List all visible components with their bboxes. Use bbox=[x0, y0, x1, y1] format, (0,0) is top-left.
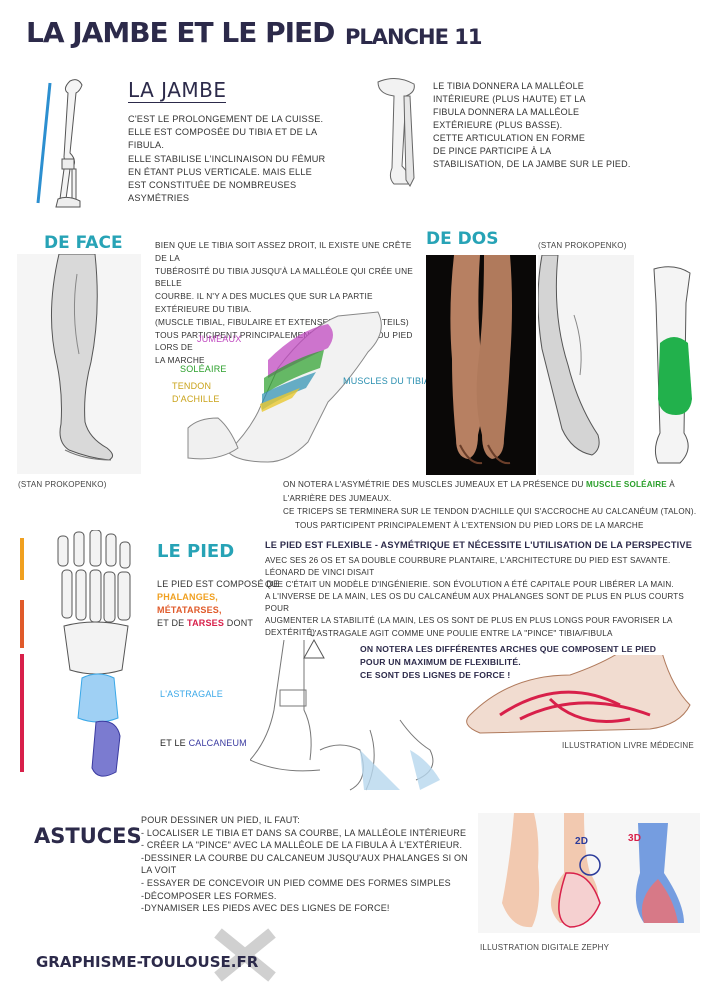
leg-intro-line: ASYMÉTRIES bbox=[128, 193, 190, 204]
foot-composition: LE PIED EST COMPOSÉ DE PHALANGES, MÉTATA… bbox=[157, 578, 279, 630]
front-text: BIEN QUE LE TIBIA SOIT ASSEZ DROIT, IL E… bbox=[155, 239, 425, 367]
front-line: TUBÉROSITÉ DU TIBIA JUSQU'À LA MALLÉOLE … bbox=[155, 265, 414, 289]
tibia-line: STABILISATION, DE LA JAMBE SUR LE PIED. bbox=[433, 159, 631, 169]
back-note-line: TOUS PARTICIPENT PRINCIPALEMENT À L'EXTE… bbox=[295, 520, 644, 530]
tape-decoration bbox=[210, 925, 280, 985]
tip-item: -DESSINER LA COURBE DU CALCANEUM JUSQU'A… bbox=[141, 852, 468, 876]
tip-item: - ESSAYER DE CONCEVOIR UN PIED COMME DES… bbox=[141, 877, 451, 888]
page-title: LA JAMBE ET LE PIED bbox=[26, 16, 335, 49]
tip-item: -DYNAMISER LES PIEDS AVEC DES LIGNES DE … bbox=[141, 903, 390, 914]
flex-line: AUGMENTER LA STABILITÉ (LA MAIN, LES OS … bbox=[265, 616, 673, 637]
flex-text: AVEC SES 26 OS ET SA DOUBLE COURBURE PLA… bbox=[265, 555, 705, 639]
front-line: (MUSCLE TIBIAL, FIBULAIRE ET EXTENSEURS … bbox=[155, 316, 409, 327]
label-soleaire: SOLÉAIRE bbox=[180, 364, 227, 374]
flex-line: A L'INVERSE DE LA MAIN, LES OS DU CALCAN… bbox=[265, 592, 685, 613]
foot-arches-illustration bbox=[460, 655, 705, 745]
label-tendon: TENDON bbox=[172, 381, 212, 391]
front-line: BIEN QUE LE TIBIA SOIT ASSEZ DROIT, IL E… bbox=[155, 240, 412, 263]
front-heading: DE FACE bbox=[44, 233, 123, 253]
tibia-text: LE TIBIA DONNERA LA MALLÉOLE INTÉRIEURE … bbox=[433, 80, 673, 171]
back-note-pre: ON NOTERA L'ASYMÉTRIE DES MUSCLES JUMEAU… bbox=[283, 480, 587, 489]
front-line: COURBE. IL N'Y A DES MUCLES QUE SUR LA P… bbox=[155, 291, 373, 314]
et-le-label: ET LE bbox=[160, 738, 186, 748]
leg-intro-line: EN ÉTANT PLUS VERTICALE. MAIS ELLE bbox=[128, 166, 312, 177]
tarses-line: ET DE TARSES DONT bbox=[157, 617, 279, 630]
phalanges-label: PHALANGES, bbox=[157, 592, 219, 602]
footer-brand: GRAPHISME-TOULOUSE.FR bbox=[36, 953, 259, 971]
flex-line: AVEC SES 26 OS ET SA DOUBLE COURBURE PLA… bbox=[265, 556, 671, 577]
front-leg-drawing bbox=[17, 254, 141, 474]
arches-line: CE SONT DES LIGNES DE FORCE ! bbox=[360, 670, 511, 680]
back-note-post: À L'ARRIÈRE DES JUMEAUX. bbox=[283, 480, 675, 503]
label-achille: D'ACHILLE bbox=[172, 394, 220, 404]
pulley-text: L'ASTRAGALE AGIT COMME UNE POULIE ENTRE … bbox=[310, 629, 613, 638]
leg-intro-line: C'EST LE PROLONGEMENT DE LA CUISSE. bbox=[128, 114, 324, 124]
front-line: TOUS PARTICIPENT PRINCIPALEMENT À LA FLE… bbox=[155, 329, 413, 353]
leg-intro-line: ELLE EST COMPOSÉE DU TIBIA ET DE LA FIBU… bbox=[128, 127, 317, 151]
calf-muscles-diagram bbox=[168, 308, 420, 468]
back-note: ON NOTERA L'ASYMÉTRIE DES MUSCLES JUMEAU… bbox=[283, 478, 713, 532]
med-caption: ILLUSTRATION LIVRE MÉDECINE bbox=[562, 741, 694, 750]
tips-heading: ASTUCES bbox=[34, 824, 142, 848]
metatarses-bar bbox=[20, 600, 24, 648]
calcaneum-label: CALCANEUM bbox=[188, 738, 247, 748]
tibia-line: INTÉRIEURE (PLUS HAUTE) ET LA bbox=[433, 94, 586, 104]
foot-comp-line: LE PIED EST COMPOSÉ DE bbox=[157, 579, 280, 589]
arches-line: POUR UN MAXIMUM DE FLEXIBILITÉ. bbox=[360, 657, 521, 667]
tarses-label: TARSES bbox=[187, 618, 225, 628]
back-leg-drawing bbox=[538, 255, 634, 475]
digital-caption: ILLUSTRATION DIGITALE ZEPHY bbox=[480, 943, 610, 952]
tibia-line: DE PINCE PARTICIPE À LA bbox=[433, 146, 552, 156]
leg-heading: LA JAMBE bbox=[128, 78, 227, 103]
foot-skeleton-illustration bbox=[38, 530, 148, 785]
astragale-label: L'ASTRAGALE bbox=[160, 689, 223, 699]
label-jumeaux: JUMEAUX bbox=[197, 334, 242, 344]
back-credit: (STAN PROKOPENKO) bbox=[538, 241, 627, 250]
leg-intro-line: ELLE STABILISE L'INCLINAISON DU FÉMUR bbox=[128, 153, 326, 164]
label-2d: 2D bbox=[575, 836, 589, 847]
arches-line: ON NOTERA LES DIFFÉRENTES ARCHES QUE COM… bbox=[360, 644, 657, 654]
phalanges-bar bbox=[20, 538, 24, 580]
flex-title: LE PIED EST FLEXIBLE - ASYMÉTRIQUE ET NÉ… bbox=[265, 540, 693, 550]
back-legs-photo bbox=[426, 255, 536, 475]
leg-skeleton-illustration bbox=[30, 75, 90, 210]
et-de-label: ET DE bbox=[157, 618, 185, 628]
flex-line: QUE C'ÉTAIT UN MODÈLE D'INGÉNIERIE. SON … bbox=[265, 580, 674, 589]
back-note-soleaire: MUSCLE SOLÉAIRE bbox=[586, 480, 667, 489]
label-tibia-muscles: MUSCLES DU TIBIA bbox=[343, 376, 431, 386]
arches-text: ON NOTERA LES DIFFÉRENTES ARCHES QUE COM… bbox=[360, 643, 656, 682]
dont-label: DONT bbox=[226, 618, 254, 628]
tip-item: - CRÉER LA "PINCE" AVEC LA MALLÉOLE DE L… bbox=[141, 840, 463, 851]
tarses-bar bbox=[20, 654, 24, 772]
back-note-line: CE TRICEPS SE TERMINERA SUR LE TENDON D'… bbox=[283, 507, 697, 516]
back-note-line-1: ON NOTERA L'ASYMÉTRIE DES MUSCLES JUMEAU… bbox=[283, 478, 713, 505]
front-credit: (STAN PROKOPENKO) bbox=[18, 480, 107, 489]
leg-intro: C'EST LE PROLONGEMENT DE LA CUISSE. ELLE… bbox=[128, 113, 348, 205]
tip-item: -DÉCOMPOSER LES FORMES. bbox=[141, 890, 277, 901]
tibia-line: CETTE ARTICULATION EN FORME bbox=[433, 133, 586, 143]
foot-heading: LE PIED bbox=[157, 541, 235, 562]
tips-list: POUR DESSINER UN PIED, IL FAUT: - LOCALI… bbox=[141, 814, 471, 915]
front-line: LA MARCHE bbox=[155, 355, 205, 366]
back-heading: DE DOS bbox=[426, 229, 499, 249]
tibia-line: EXTÉRIEURE (PLUS BASSE). bbox=[433, 120, 563, 130]
digital-feet-illustration bbox=[478, 813, 700, 933]
tibia-line: LE TIBIA DONNERA LA MALLÉOLE bbox=[433, 81, 584, 91]
plate-number: PLANCHE 11 bbox=[345, 25, 482, 49]
metatarses-label: MÉTATARSES, bbox=[157, 605, 222, 615]
tip-item: - LOCALISER LE TIBIA ET DANS SA COURBE, … bbox=[141, 827, 467, 838]
tibia-line: FIBULA DONNERA LA MALLÉOLE bbox=[433, 107, 580, 117]
tips-intro: POUR DESSINER UN PIED, IL FAUT: bbox=[141, 815, 300, 825]
back-skeleton-soleus bbox=[638, 265, 704, 470]
foot-sketches bbox=[250, 630, 450, 800]
leg-intro-line: EST CONSTITUÉE DE NOMBREUSES bbox=[128, 180, 297, 191]
tibia-fibula-sketch bbox=[368, 74, 426, 194]
calcaneum-line: ET LE CALCANEUM bbox=[160, 738, 247, 748]
label-3d: 3D bbox=[628, 833, 642, 844]
